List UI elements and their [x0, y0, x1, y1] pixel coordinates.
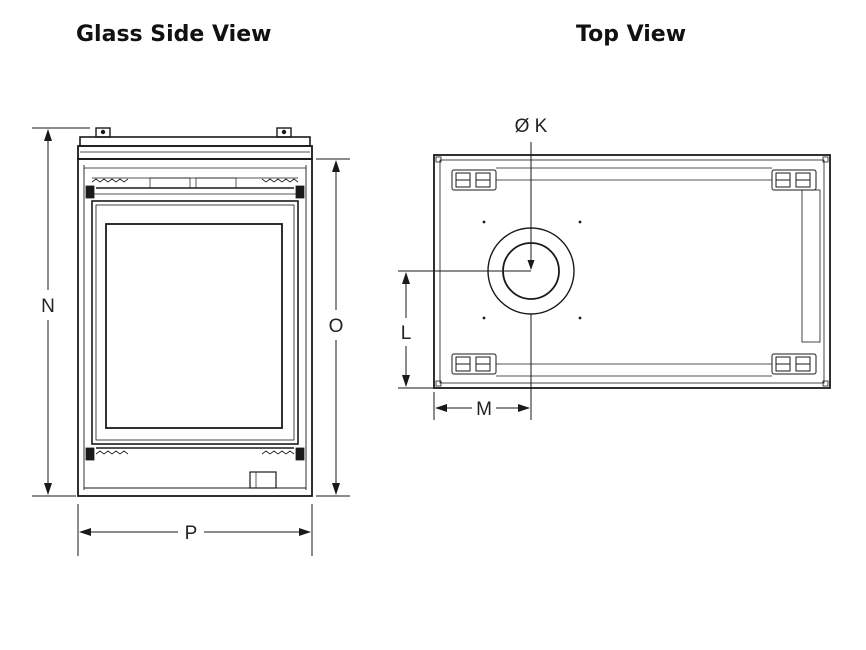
dimension-m-label: M — [476, 399, 492, 420]
dimension-l-label: L — [401, 323, 412, 344]
dimension-p — [77, 504, 313, 556]
dimension-n-label: N — [41, 296, 55, 317]
dimension-l — [398, 270, 531, 389]
bottom-spring-clips — [85, 447, 305, 461]
glass-panel — [105, 223, 283, 429]
screw-holes — [482, 220, 582, 320]
top-cap — [79, 136, 311, 147]
dimension-k-label: Ø K — [515, 116, 548, 137]
top-flange — [77, 145, 313, 160]
top-spring-clips — [85, 177, 305, 199]
dimension-p-label: P — [185, 523, 198, 544]
dimension-m — [433, 314, 532, 420]
outer-body — [77, 158, 313, 497]
dimension-n — [32, 127, 90, 497]
glass-side-view-drawing — [77, 127, 313, 497]
dimension-o — [316, 158, 350, 497]
bottom-bracket — [249, 471, 277, 489]
hinge-bracket-top-left — [451, 169, 497, 191]
glass-frame — [91, 200, 299, 445]
glass-side-view-title: Glass Side View — [76, 22, 272, 47]
hinge-bracket-bottom-right — [771, 353, 817, 375]
top-view-title: Top View — [576, 22, 687, 47]
hinge-bracket-bottom-left — [451, 353, 497, 375]
top-mounting-tabs — [95, 127, 292, 138]
dimension-o-label: O — [329, 316, 344, 337]
hinge-bracket-top-right — [771, 169, 817, 191]
